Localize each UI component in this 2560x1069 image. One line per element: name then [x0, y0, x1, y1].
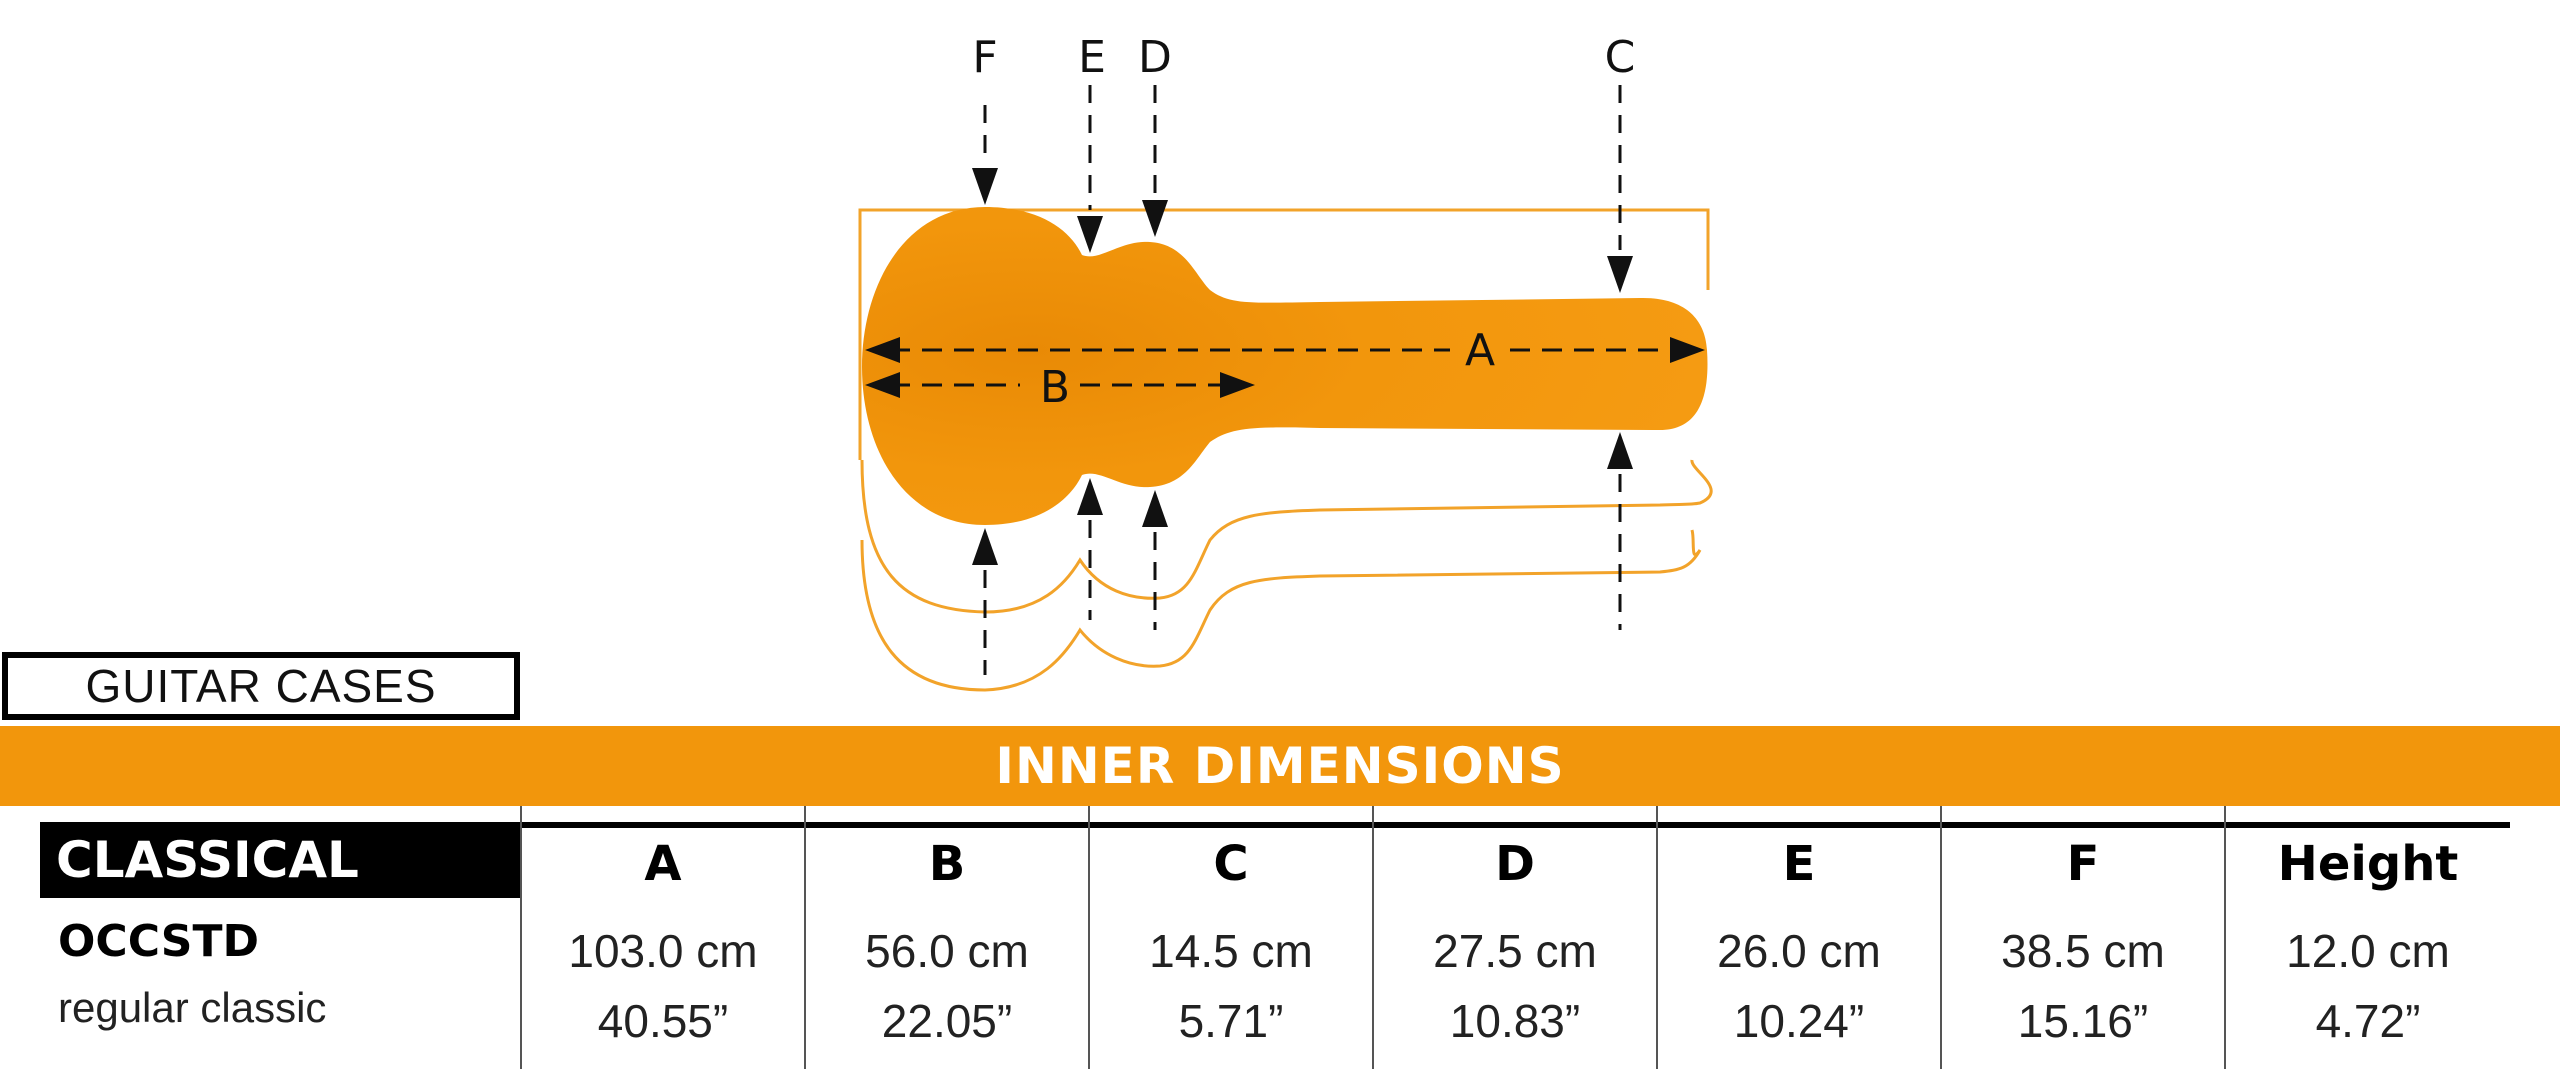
dimension-a: [865, 337, 1705, 363]
column-height: Height 12.0 cm 4.72”: [2226, 806, 2510, 1069]
column-b: B 56.0 cm 22.05”: [806, 806, 1088, 1069]
value-cm: 56.0 cm: [865, 925, 1029, 977]
arrows-bottom: [972, 432, 1633, 675]
label-d: D: [1138, 32, 1172, 83]
column-a: A 103.0 cm 40.55”: [522, 806, 804, 1069]
column-header: A: [644, 836, 682, 892]
dimension-b: [865, 372, 1255, 398]
column-e: E 26.0 cm 10.24”: [1658, 806, 1940, 1069]
value-inch: 4.72”: [2315, 995, 2421, 1047]
label-e: E: [1078, 32, 1106, 83]
inner-dimensions-banner: INNER DIMENSIONS: [0, 726, 2560, 806]
value-inch: 10.83”: [1449, 995, 1581, 1047]
category-heading: CLASSICAL: [40, 822, 522, 898]
column-header: B: [928, 836, 966, 892]
value-cm: 38.5 cm: [2001, 925, 2165, 977]
column-header: Height: [2277, 836, 2459, 892]
dimensions-table: CLASSICAL OCCSTD regular classic A 103.0…: [40, 806, 2510, 1069]
label-b: B: [1040, 362, 1070, 413]
value-inch: 5.71”: [1178, 995, 1284, 1047]
model-description: regular classic: [58, 984, 327, 1031]
column-header: C: [1213, 836, 1249, 892]
label-f: F: [972, 32, 997, 83]
value-cm: 27.5 cm: [1433, 925, 1597, 977]
column-divider: [1088, 806, 1090, 1069]
column-c: C 14.5 cm 5.71”: [1090, 806, 1372, 1069]
column-divider: [1940, 806, 1942, 1069]
value-inch: 22.05”: [881, 995, 1013, 1047]
value-cm: 12.0 cm: [2286, 925, 2450, 977]
table-top-rule: [520, 822, 2510, 828]
label-c: C: [1605, 32, 1636, 83]
column-d: D 27.5 cm 10.83”: [1374, 806, 1656, 1069]
section-label: GUITAR CASES: [2, 652, 520, 720]
column-divider: [1656, 806, 1658, 1069]
column-header: D: [1495, 836, 1535, 892]
bounding-frame: [858, 208, 1710, 460]
value-cm: 26.0 cm: [1717, 925, 1881, 977]
value-inch: 40.55”: [597, 995, 729, 1047]
label-a: A: [1465, 325, 1495, 376]
guitar-body-silhouette: [862, 207, 1708, 525]
column-divider: [520, 806, 522, 1069]
column-f: F 38.5 cm 15.16”: [1942, 806, 2224, 1069]
model-code: OCCSTD: [58, 916, 260, 967]
value-cm: 103.0 cm: [568, 925, 758, 977]
column-divider: [804, 806, 806, 1069]
outline-contour-1: [860, 459, 1713, 614]
value-inch: 15.16”: [2017, 995, 2149, 1047]
column-header: E: [1782, 836, 1816, 892]
column-divider: [1372, 806, 1374, 1069]
column-divider: [2224, 806, 2226, 1069]
value-cm: 14.5 cm: [1149, 925, 1313, 977]
column-header: F: [2066, 836, 2100, 892]
arrows-top: [972, 85, 1633, 293]
guitar-case-diagram: A B F E D C: [858, 32, 1713, 692]
value-inch: 10.24”: [1733, 995, 1865, 1047]
outline-contour-2: [860, 529, 1702, 692]
